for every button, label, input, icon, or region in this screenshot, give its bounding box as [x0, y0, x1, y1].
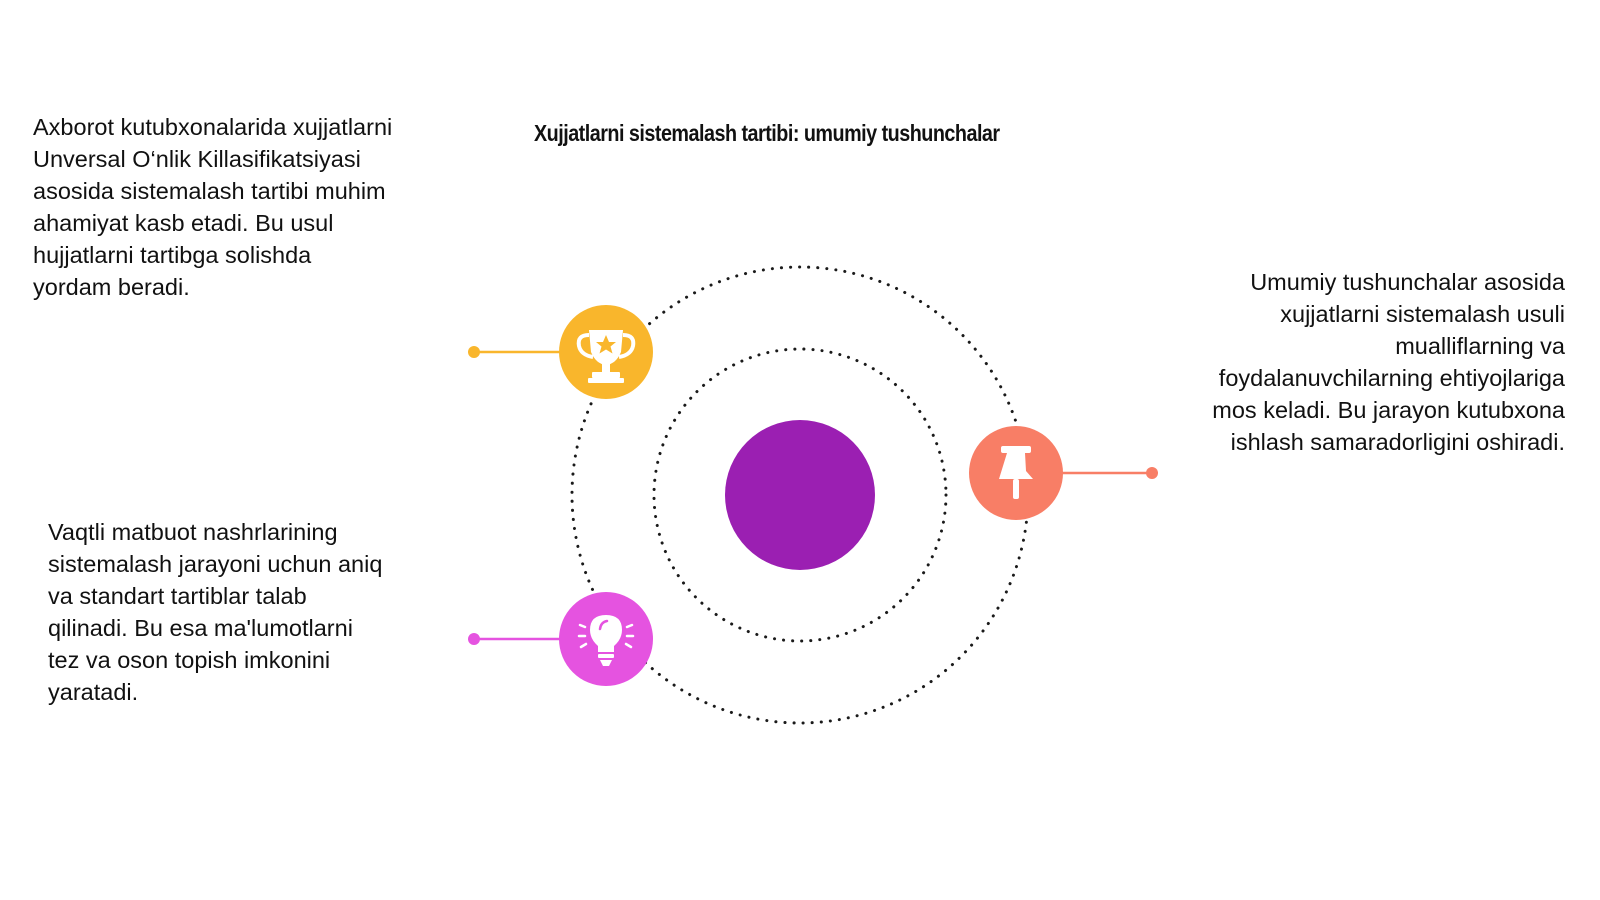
inner-orbit	[652, 347, 948, 643]
text-block-pushpin: Umumiy tushunchalar asosida xujjatlarni …	[1212, 269, 1565, 455]
pushpin-icon	[999, 446, 1033, 499]
lightbulb-icon	[577, 615, 635, 666]
text-block-trophy: Axborot kutubxonalarida xujjatlarni Unve…	[33, 114, 393, 300]
pushpin-badge	[969, 426, 1063, 520]
trophy-badge	[559, 305, 653, 399]
page-title: Xujjatlarni sistemalash tartibi: umumiy …	[534, 120, 1000, 146]
connector-dot-trophy	[468, 346, 480, 358]
text-block-lightbulb: Vaqtli matbuot nashrlarining sistemalash…	[48, 519, 383, 705]
lightbulb-badge	[559, 592, 653, 686]
center-circle	[725, 420, 875, 570]
trophy-icon	[576, 330, 636, 383]
connector-dot-lightbulb	[468, 633, 480, 645]
connector-dot-pushpin	[1146, 467, 1158, 479]
